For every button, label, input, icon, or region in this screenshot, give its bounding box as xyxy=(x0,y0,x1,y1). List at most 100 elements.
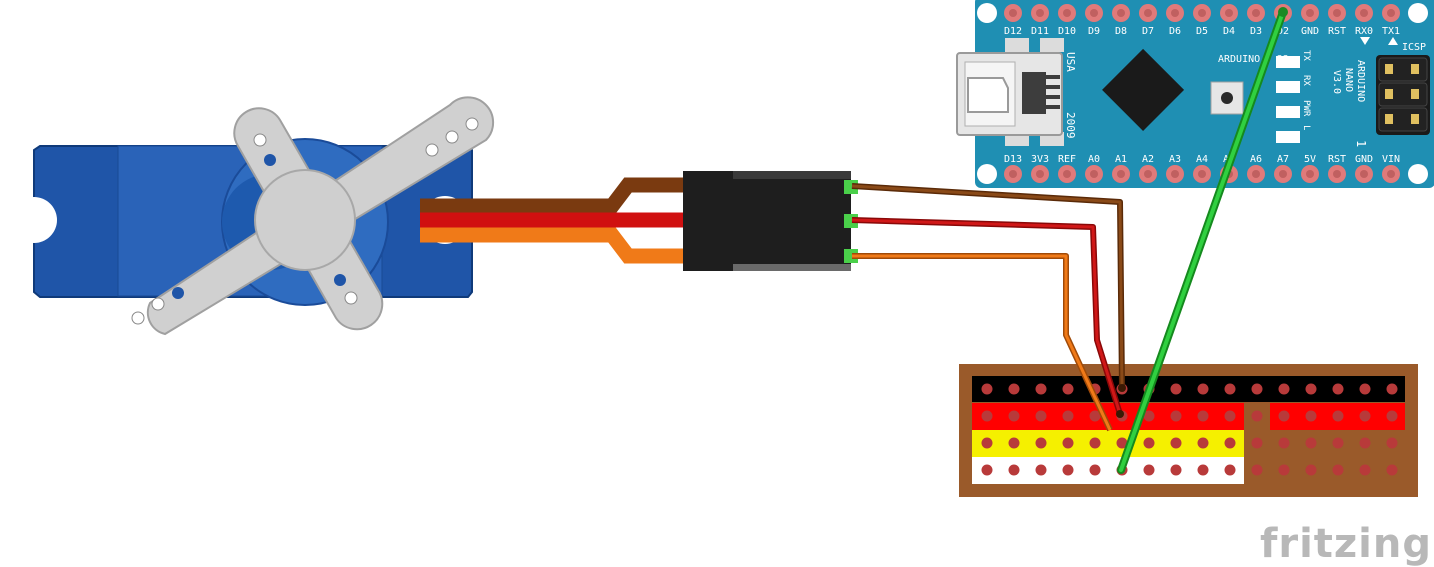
servo-connector xyxy=(683,171,858,271)
led-label: TX xyxy=(1301,50,1311,61)
wire-end xyxy=(1278,7,1288,17)
pin-label-top: RST xyxy=(1328,26,1346,37)
proto-hole xyxy=(1143,410,1155,422)
wire-orange-signal-inner xyxy=(852,254,1112,431)
proto-hole xyxy=(1197,383,1209,395)
reset-button xyxy=(1210,81,1244,115)
proto-hole xyxy=(1305,410,1317,422)
servo-motor xyxy=(11,96,495,336)
proto-hole xyxy=(1224,437,1236,449)
proto-hole xyxy=(1359,437,1371,449)
proto-hole xyxy=(1332,383,1344,395)
proto-hole xyxy=(1251,437,1263,449)
led xyxy=(1276,131,1300,143)
proto-hole xyxy=(1035,464,1047,476)
pin-label-top: RX0 xyxy=(1355,26,1373,37)
header-pad-hole xyxy=(1144,170,1152,178)
servo-wire-orange xyxy=(420,227,690,264)
header-pad-hole xyxy=(1387,170,1395,178)
label-board-name: ARDUINO NANO V3.0 xyxy=(1331,60,1366,102)
pin-label-top: D8 xyxy=(1115,26,1127,37)
label-one: 1 xyxy=(1354,140,1368,147)
pin-label-bottom: A6 xyxy=(1250,154,1262,165)
header-pad-hole xyxy=(1171,170,1179,178)
routed-wires xyxy=(851,7,1288,474)
proto-hole xyxy=(1170,410,1182,422)
pin-label-top: D3 xyxy=(1250,26,1262,37)
proto-holes xyxy=(981,383,1398,476)
pin-label-top: D7 xyxy=(1142,26,1154,37)
proto-hole xyxy=(1224,383,1236,395)
proto-hole xyxy=(1008,410,1020,422)
proto-hole xyxy=(1197,437,1209,449)
pin-label-bottom: A3 xyxy=(1169,154,1181,165)
pin1-marker xyxy=(1388,37,1398,45)
pin-label-top: D9 xyxy=(1088,26,1100,37)
pin-label-bottom: A0 xyxy=(1088,154,1100,165)
proto-hole xyxy=(1008,383,1020,395)
proto-hole xyxy=(1332,437,1344,449)
proto-hole xyxy=(1359,464,1371,476)
proto-hole xyxy=(1170,383,1182,395)
solder-tab xyxy=(1040,38,1064,52)
proto-hole xyxy=(1008,464,1020,476)
proto-hole xyxy=(1062,383,1074,395)
pin-label-bottom: GND xyxy=(1355,154,1373,165)
icsp-header xyxy=(1376,55,1430,135)
proto-hole xyxy=(981,383,993,395)
proto-hole xyxy=(1278,437,1290,449)
proto-hole xyxy=(1143,464,1155,476)
proto-hole xyxy=(1170,464,1182,476)
proto-hole xyxy=(1089,464,1101,476)
header-pad-hole xyxy=(1036,170,1044,178)
pin-label-bottom: A1 xyxy=(1115,154,1127,165)
pin-label-top: D2 xyxy=(1277,26,1289,37)
header-pad-hole xyxy=(1117,9,1125,17)
pin-label-top: D5 xyxy=(1196,26,1208,37)
proto-hole xyxy=(1224,464,1236,476)
proto-hole xyxy=(1224,410,1236,422)
label-usa: USA xyxy=(1064,52,1077,72)
solder-tab xyxy=(1005,38,1029,52)
header-pad-hole xyxy=(1252,9,1260,17)
svg-text:ARDUINO: ARDUINO xyxy=(1355,60,1366,102)
led-label: PWR xyxy=(1301,100,1311,117)
pin-label-top: D4 xyxy=(1223,26,1235,37)
wire-green-d2-inner xyxy=(1119,10,1285,472)
mount-hole xyxy=(977,3,997,23)
pin-label-top: GND xyxy=(1301,26,1319,37)
proto-hole xyxy=(1089,437,1101,449)
proto-hole xyxy=(1143,437,1155,449)
pin-label-top: D12 xyxy=(1004,26,1022,37)
mount-hole xyxy=(1408,164,1428,184)
svg-text:V3.0: V3.0 xyxy=(1331,70,1342,94)
proto-hole xyxy=(1386,410,1398,422)
header-pad-hole xyxy=(1009,9,1017,17)
proto-hole xyxy=(1359,383,1371,395)
proto-hole xyxy=(1062,437,1074,449)
wire-brown-gnd xyxy=(851,183,1125,389)
proto-hole xyxy=(1170,437,1182,449)
header-pad-hole xyxy=(1279,170,1287,178)
proto-hole xyxy=(1278,383,1290,395)
proto-hole xyxy=(1305,383,1317,395)
proto-hole xyxy=(1305,437,1317,449)
header-pad-hole xyxy=(1306,9,1314,17)
pin-label-bottom: A2 xyxy=(1142,154,1154,165)
mount-hole xyxy=(1408,3,1428,23)
proto-hole xyxy=(1035,383,1047,395)
pin-label-bottom: A4 xyxy=(1196,154,1208,165)
nano-board xyxy=(975,0,1434,188)
proto-hole xyxy=(1386,464,1398,476)
pin-label-top: D11 xyxy=(1031,26,1049,37)
proto-hole xyxy=(1305,464,1317,476)
proto-hole xyxy=(1332,410,1344,422)
label-year: 2009 xyxy=(1064,112,1077,139)
proto-hole xyxy=(1251,383,1263,395)
proto-hole xyxy=(1062,464,1074,476)
wire-red-vcc-inner xyxy=(851,218,1122,415)
proto-hole xyxy=(1386,437,1398,449)
